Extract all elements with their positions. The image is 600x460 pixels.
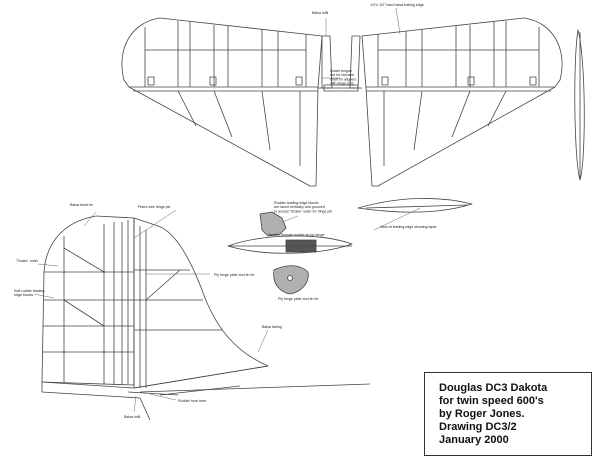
tailplane-left — [121, 17, 323, 187]
label-soft-rudder-blocks-line: Soft rudder leading — [14, 289, 44, 293]
title-block: Douglas DC3 Dakota for twin speed 600's … — [424, 372, 592, 456]
tailplane-right — [361, 17, 563, 187]
label-section-rudder: Section through rudder at top hinge — [268, 233, 324, 237]
label-dowel-tongue-line: Dowel tongue — [330, 69, 352, 73]
tailplane-right-outline — [361, 17, 563, 187]
label-rudder-horn: Rudder horn here — [178, 399, 206, 403]
label-balsa-infill-top: Balsa infill — [312, 11, 328, 15]
label-snake-outer: "Snake" outer — [16, 259, 39, 263]
label-dowel-tongue-line: shaft for aligned — [330, 77, 356, 81]
label-rudder-blocks-line: to accept "Snake" outer for hinge pin — [274, 209, 332, 213]
label-balsa-infill-bottom: Balsa infill — [124, 415, 140, 419]
label-ply-hinge-plate-1: Ply hinge plate and fin rib — [214, 273, 254, 277]
fin-rudder — [41, 215, 371, 421]
label-balsa-block-fin: Balsa block fin — [70, 203, 93, 207]
title-line-2: for twin speed 600's — [439, 395, 544, 407]
label-rudder-blocks-line: Rudder leading edge blocks — [274, 201, 319, 205]
label-view-leading-edge: View at leading edge showing taper — [380, 225, 437, 229]
label-trailing-edge: 1/4"x 1/2" hard balsa trailing edge — [370, 3, 424, 7]
balsa-fairing — [139, 383, 371, 393]
fin-leading-edge-view — [357, 198, 473, 213]
leader-lines — [33, 7, 421, 413]
title-line-1: Douglas DC3 Dakota — [439, 382, 548, 394]
label-dowel-tongue-line: with hinge pins — [330, 82, 354, 86]
label-dowel-tongue-line: rod for elevator — [330, 73, 355, 77]
label-balsa-fairing: Balsa fairing — [262, 325, 282, 329]
label-ply-hinge-plate-2: Ply hinge plate and fin rib — [278, 297, 318, 301]
rudder-outline — [133, 217, 269, 389]
tailplane-centre — [318, 35, 362, 92]
rudder-block-grey — [259, 211, 287, 237]
fin-outline — [41, 215, 135, 386]
label-rudder-blocks-line: are laced vertically and grooved — [274, 205, 325, 209]
label-soft-rudder-blocks-line: edge blocks — [14, 293, 33, 297]
dowel-tongue — [323, 84, 359, 92]
title-line-3: by Roger Jones. — [439, 408, 525, 420]
tailplane-left-outline — [121, 17, 323, 187]
rudder-sections — [227, 198, 473, 295]
title-line-4: Drawing DC3/2 — [439, 421, 517, 433]
label-piano-wire-hinge: Piano wire hinge pin — [138, 205, 170, 209]
title-line-5: January 2000 — [439, 434, 509, 446]
rudder-top-section — [227, 235, 353, 254]
tailplane-tip-view — [574, 29, 585, 181]
